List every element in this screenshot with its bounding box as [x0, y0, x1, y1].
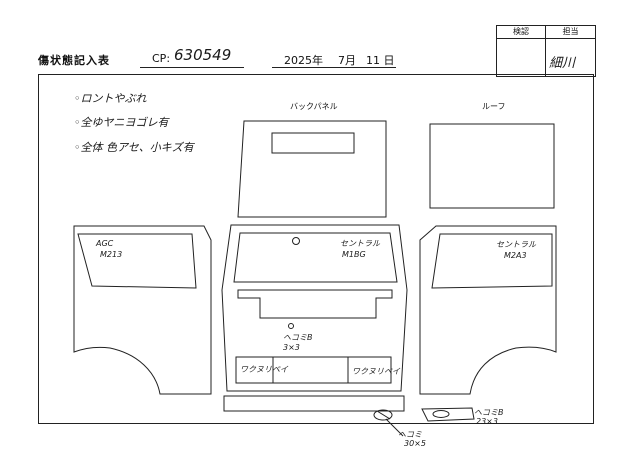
- bottom-step: [223, 395, 405, 412]
- back-panel-window: [271, 132, 355, 154]
- bottom-damage-mark: [373, 409, 393, 421]
- step-bottom-right: [421, 407, 475, 422]
- approval-box: 検認 担当 細川: [496, 25, 596, 77]
- left-side-window: [77, 233, 197, 289]
- bottom-right-damage-mark: [432, 410, 450, 418]
- anno-bottom-mid: ヘコミ: [398, 430, 422, 439]
- label-roof: ルーフ: [482, 102, 506, 111]
- roof-outline: [429, 123, 555, 209]
- page-title: 傷状態記入表: [38, 54, 110, 67]
- approval-divider: [545, 38, 546, 76]
- date-year: 2025年: [284, 54, 323, 67]
- left-side-outline: [73, 225, 212, 395]
- anno-step-left: ワクヌリペイ: [240, 365, 288, 374]
- anno-bottom-right-1: ヘコミB: [474, 408, 504, 417]
- approval-header-staff: 担当: [546, 26, 595, 39]
- right-side-window: [431, 233, 553, 289]
- anno-front-2: M1BG: [342, 250, 366, 259]
- approval-signature: 細川: [549, 56, 576, 71]
- front-damage-mark: [292, 237, 300, 245]
- diagram-frame: [38, 74, 594, 424]
- center-damage-mark: [288, 323, 294, 329]
- cp-value: 630549: [174, 46, 232, 64]
- note-3: ◦全体 色アセ、小キズ有: [74, 141, 194, 154]
- cp-label: CP:: [152, 52, 171, 65]
- front-cab-outline: [221, 224, 408, 392]
- note-2: ◦全ゆヤニヨゴレ有: [74, 116, 169, 129]
- date-month: 7月: [338, 54, 356, 67]
- anno-right-side-2: M2A3: [504, 251, 527, 260]
- anno-left-side-2: M213: [100, 250, 123, 259]
- anno-left-side-1: AGC: [96, 239, 114, 248]
- hood-section: [237, 289, 393, 319]
- anno-step-right: ワクヌリペイ: [352, 367, 400, 376]
- anno-bottom-right-2: 23×3: [476, 417, 498, 426]
- front-windshield: [233, 232, 398, 283]
- anno-front-1: セントラル: [340, 239, 380, 248]
- label-back-panel: バックパネル: [290, 102, 338, 111]
- cp-underline: [140, 67, 244, 68]
- approval-header-check: 検認: [497, 26, 546, 39]
- back-panel-outline: [237, 120, 387, 218]
- anno-right-side-1: セントラル: [496, 240, 536, 249]
- date-underline: [272, 67, 396, 68]
- note-1: ◦ロントやぶれ: [74, 92, 147, 105]
- anno-center-2: 3×3: [283, 343, 300, 352]
- anno-center-1: ヘコミB: [283, 333, 313, 342]
- front-bumper: [235, 356, 392, 384]
- right-side-outline: [419, 225, 557, 395]
- date-day: 11 日: [366, 54, 395, 67]
- anno-bottom-mid-2: 30×5: [404, 439, 426, 448]
